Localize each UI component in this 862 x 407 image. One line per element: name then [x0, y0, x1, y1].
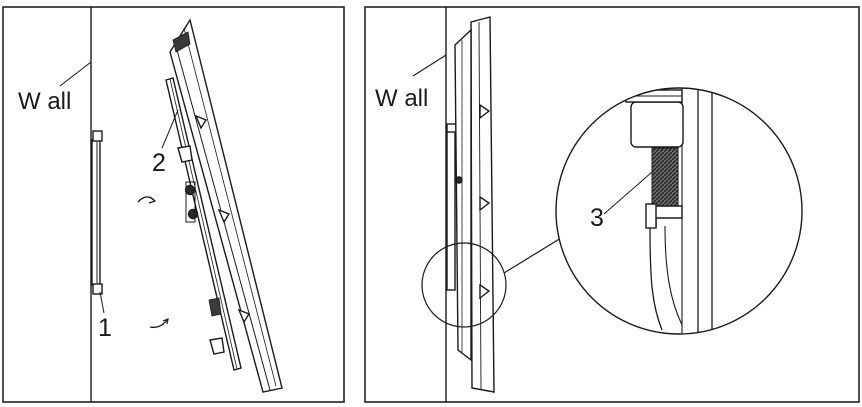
left-wall-leader	[59, 61, 92, 87]
callout-1-label: 1	[98, 314, 112, 342]
wall-plate	[91, 130, 103, 295]
tv-panel-tilted	[169, 18, 283, 393]
right-wall-plate	[446, 123, 457, 291]
tv-panel-mounted	[454, 16, 495, 393]
rotate-arrow-bottom	[149, 319, 168, 329]
detail-callout-circle	[421, 242, 507, 328]
left-panel	[2, 6, 345, 403]
right-wall-label: W all	[375, 85, 429, 112]
zoom-detail-circle	[555, 87, 803, 335]
callout-3-leader	[603, 171, 653, 215]
callout-1-leader	[99, 291, 105, 314]
callout-2-leader	[161, 109, 179, 149]
right-panel-frame	[364, 6, 860, 403]
detail-connector-line	[503, 237, 562, 274]
left-panel-frame	[2, 6, 345, 403]
right-wall-leader	[412, 54, 447, 77]
callout-2-label: 2	[152, 149, 166, 177]
left-wall-label: W all	[18, 88, 72, 115]
tv-bracket-arm	[165, 77, 242, 371]
zoom-detail	[555, 87, 803, 335]
locking-screw	[651, 147, 679, 207]
callout-3-label: 3	[590, 204, 604, 232]
right-panel	[364, 6, 860, 403]
